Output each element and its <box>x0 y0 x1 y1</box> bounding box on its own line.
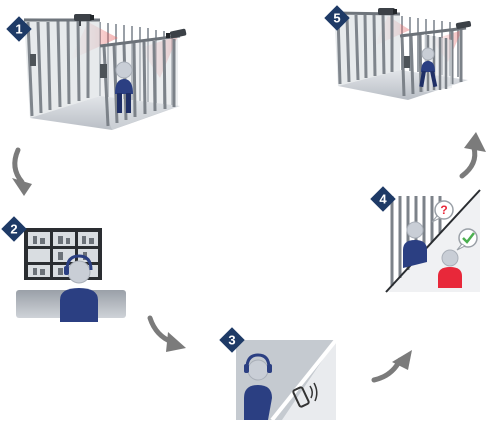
step-4-number: 4 <box>379 192 387 207</box>
step-1-keypad <box>100 64 107 78</box>
step-5-badge: 5 <box>324 5 350 31</box>
step-1-side-keypad <box>30 54 36 66</box>
step-1-person-icon <box>115 61 133 113</box>
step-3-operator-calls: 3 <box>219 327 338 422</box>
arrow-1-to-2 <box>12 147 32 196</box>
step-3-divider <box>270 338 338 422</box>
step-3-operator-headset-icon <box>244 353 272 420</box>
step-5-front-fence <box>399 26 467 97</box>
arrow-4-to-5 <box>459 132 486 179</box>
step-3-phone-icon <box>292 382 318 408</box>
step-1-front-fence <box>99 34 181 130</box>
step-1-camera-right-icon <box>166 28 187 39</box>
step-1-badge: 1 <box>6 16 32 42</box>
arrow-3-to-4 <box>371 350 412 383</box>
step-2-number: 2 <box>10 222 17 237</box>
step-5-camera-left-icon <box>378 8 397 15</box>
step-2-monitoring-station: 2 <box>1 216 126 322</box>
step-5-gate-open: 5 <box>324 5 472 100</box>
step-5-keypad <box>404 56 410 68</box>
step-4-verified-person-icon <box>438 249 462 288</box>
step-3-badge: 3 <box>219 327 245 353</box>
arrow-2-to-3 <box>147 315 186 352</box>
step-4-badge: 4 <box>370 186 396 212</box>
step-1-gated-entrance: 1 <box>6 14 187 130</box>
step-5-number: 5 <box>333 11 340 26</box>
step-2-operator-icon <box>60 254 98 322</box>
step-4-visitor-icon <box>403 221 427 268</box>
step-1-camera-left-icon <box>74 14 94 26</box>
step-5-person-icon <box>419 47 438 88</box>
step-4-question-bubble-icon: ? <box>431 200 454 223</box>
svg-text:?: ? <box>440 203 447 217</box>
step-1-left-fence <box>24 18 100 118</box>
step-2-badge: 2 <box>1 216 27 242</box>
step-1-number: 1 <box>15 22 22 37</box>
step-5-left-fence <box>333 11 401 86</box>
step-4-divider <box>385 189 481 293</box>
step-4-identity-check: ? 4 <box>370 186 481 293</box>
step-4-check-bubble-icon <box>456 228 478 251</box>
step-5-camera-right-icon <box>455 20 472 29</box>
step-3-number: 3 <box>228 333 235 348</box>
